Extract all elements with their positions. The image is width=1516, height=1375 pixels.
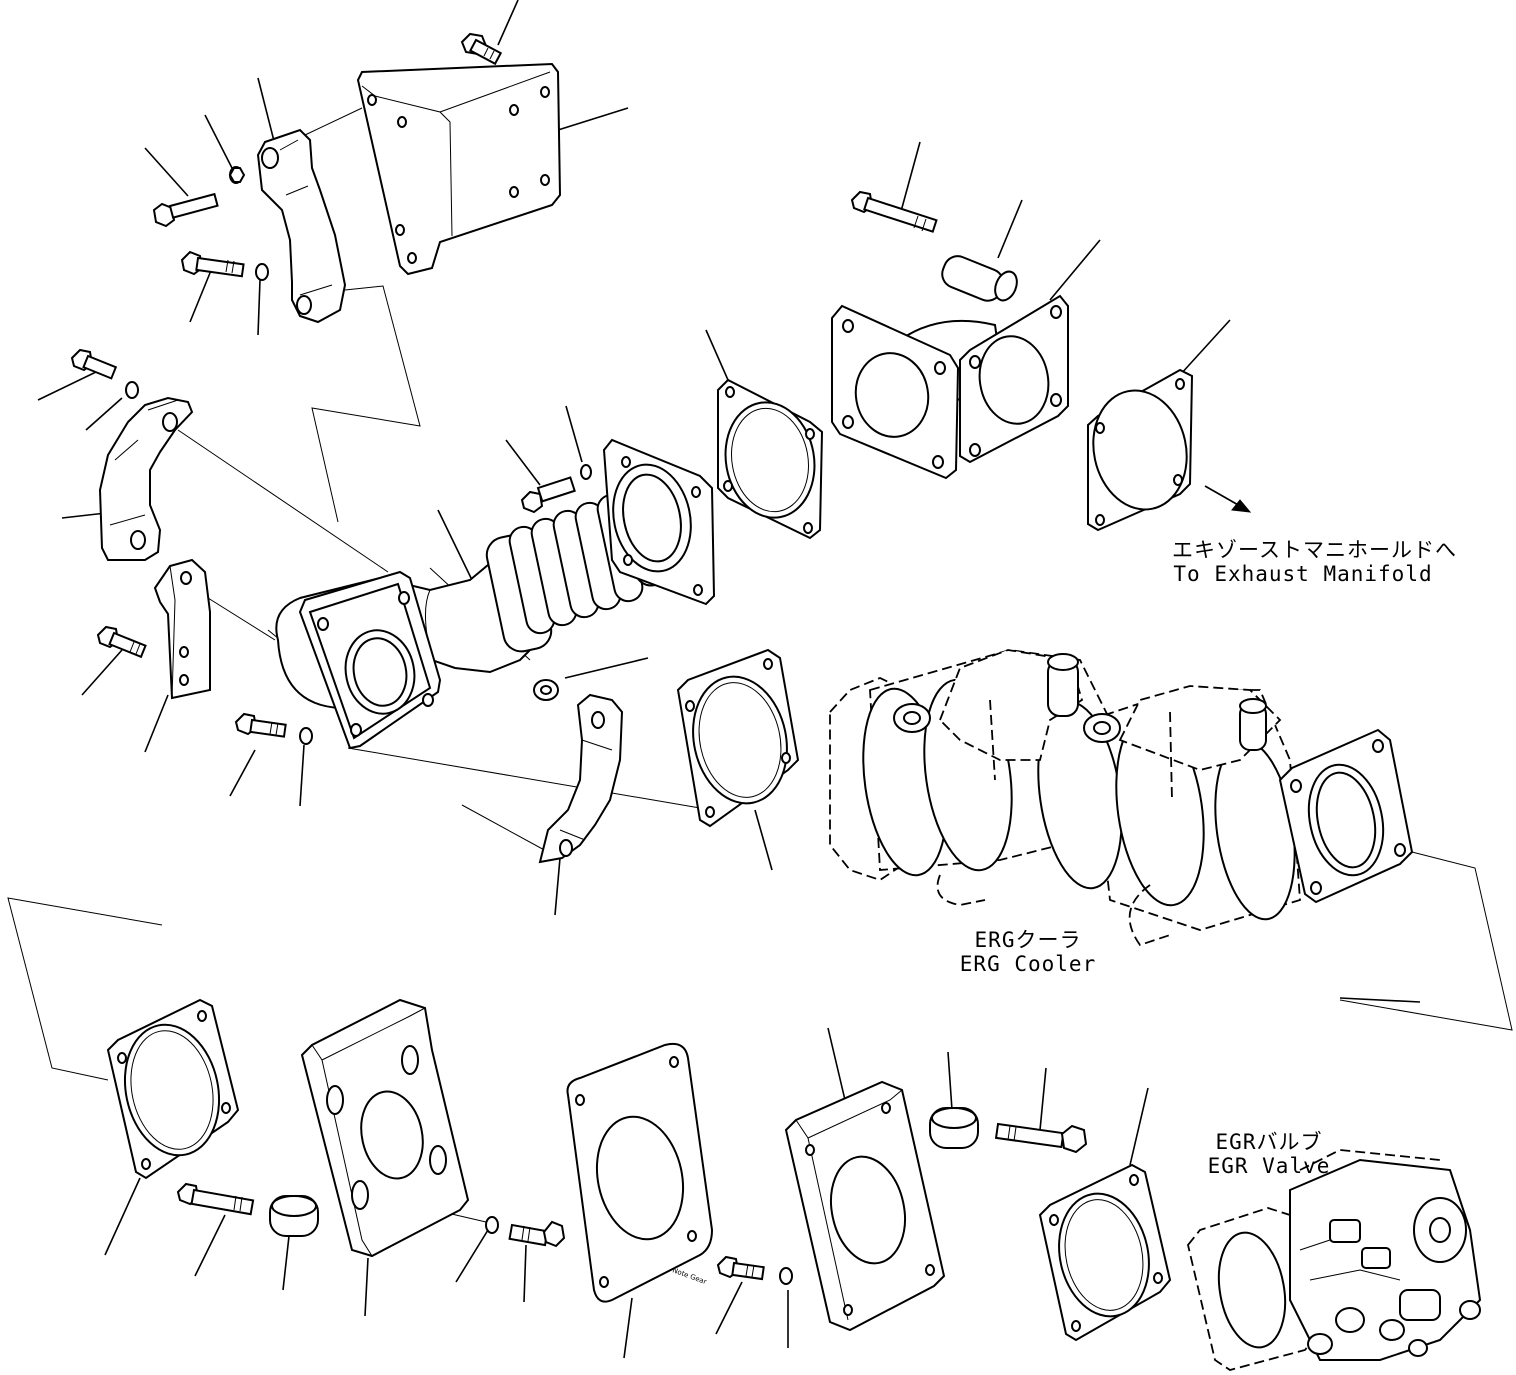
adapter-plate-left xyxy=(300,998,470,1258)
top-bolt xyxy=(460,32,503,66)
egr-valve-label-jp: EGRバルブ xyxy=(1215,1130,1323,1154)
erg-cooler-label: ERGクーラ ERG Cooler xyxy=(948,928,1108,976)
egr-valve-label: EGRバルブ EGR Valve xyxy=(1200,1130,1338,1178)
egr-valve-label-en: EGR Valve xyxy=(1207,1154,1331,1178)
nut-upper-1 xyxy=(228,167,246,183)
spacer-sleeve-lower-right xyxy=(929,1107,979,1149)
bolt-lower-left xyxy=(176,1182,255,1216)
adapter-plate-right xyxy=(784,1080,946,1332)
bolt-left-3 xyxy=(234,712,287,738)
washer-lower-1 xyxy=(485,1216,499,1234)
erg-cooler-label-en: ERG Cooler xyxy=(959,952,1097,976)
exhaust-manifold-label-jp: エキゾーストマニホールドへ xyxy=(1172,538,1457,562)
bolt-lower-mid xyxy=(508,1220,566,1248)
bolt-left-1 xyxy=(70,348,118,380)
washer-left-1 xyxy=(125,381,139,399)
erg-cooler-label-jp: ERGクーラ xyxy=(974,928,1082,952)
gasket-lower-right xyxy=(1038,1163,1172,1342)
bolt-lower-center xyxy=(716,1255,765,1281)
elbow-flange xyxy=(831,294,1069,480)
gasket-stamp: Note Gear xyxy=(671,1266,707,1286)
flex-pipe xyxy=(275,438,716,750)
washer-lower-2 xyxy=(779,1267,793,1285)
bolt-upper-right xyxy=(850,190,938,233)
erg-cooler xyxy=(829,649,1414,947)
exhaust-manifold-label-en: To Exhaust Manifold xyxy=(1173,562,1433,586)
direction-arrow xyxy=(1204,485,1252,513)
exhaust-manifold-label: エキゾーストマニホールドへ To Exhaust Manifold xyxy=(1172,538,1457,586)
clamp-center xyxy=(538,693,624,864)
clamp-upper xyxy=(256,128,347,324)
bolt-left-2 xyxy=(96,625,147,659)
washer-left-3 xyxy=(299,727,313,745)
bolt-upper-left-2 xyxy=(180,250,245,278)
washer-upper-2 xyxy=(255,263,269,281)
spacer-sleeve-upper xyxy=(941,255,1018,302)
mounting-bracket-top xyxy=(356,62,562,276)
strap-bracket xyxy=(153,558,211,700)
gasket-upper-2 xyxy=(1087,368,1194,532)
gasket-middle xyxy=(676,648,800,828)
bolt-center xyxy=(520,476,576,514)
gasket-lower-center: Note Gear xyxy=(566,1042,714,1303)
leader-lines xyxy=(37,0,1421,1359)
clamp-left xyxy=(98,396,194,561)
gasket-lower-left xyxy=(106,998,240,1180)
egr-valve xyxy=(1187,1149,1482,1371)
washer-center xyxy=(580,464,592,480)
bolt-lower-right xyxy=(994,1122,1088,1154)
gasket-upper-1 xyxy=(717,378,824,540)
bolt-upper-left-1 xyxy=(152,192,219,228)
spacer-sleeve-lower-left xyxy=(269,1195,319,1237)
